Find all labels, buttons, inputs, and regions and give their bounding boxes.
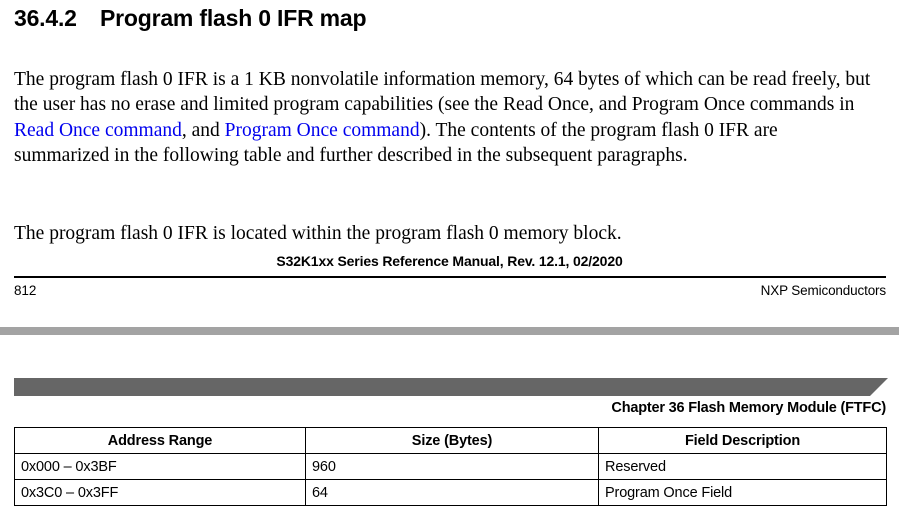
paragraph-text-part-3: ). The contents of the program flash 0 I… bbox=[14, 119, 778, 167]
footer-row: 812 NXP Semiconductors bbox=[14, 283, 886, 298]
footer-divider bbox=[14, 276, 886, 278]
table-row: 0x3C0 – 0x3FF 64 Program Once Field bbox=[14, 479, 887, 506]
cell-address-range: 0x000 – 0x3BF bbox=[14, 453, 306, 480]
column-header-field-description: Field Description bbox=[598, 427, 887, 454]
page-title: 36.4.2 Program flash 0 IFR map bbox=[14, 4, 367, 32]
cell-size-bytes: 960 bbox=[305, 453, 599, 480]
column-header-address-range: Address Range bbox=[14, 427, 306, 454]
document-page-upper: 36.4.2 Program flash 0 IFR map The progra… bbox=[14, 4, 886, 298]
link-program-once-command[interactable]: Program Once command bbox=[224, 119, 420, 141]
ifr-map-table: Address Range Size (Bytes) Field Descrip… bbox=[14, 427, 887, 506]
paragraph-text-part-1: The program flash 0 IFR is a 1 KB nonvol… bbox=[14, 68, 871, 116]
paragraph-text-part-2: , and bbox=[181, 119, 225, 141]
paragraph-ifr-location: The program flash 0 IFR is located withi… bbox=[14, 222, 622, 244]
chapter-header-bar bbox=[14, 378, 888, 396]
cell-field-description: Reserved bbox=[598, 453, 887, 480]
paragraph-ifr-description: The program flash 0 IFR is a 1 KB nonvol… bbox=[14, 67, 876, 169]
cell-field-description: Program Once Field bbox=[598, 479, 887, 506]
footer-manual-title: S32K1xx Series Reference Manual, Rev. 12… bbox=[276, 253, 623, 269]
column-header-size-bytes: Size (Bytes) bbox=[305, 427, 599, 454]
link-read-once-command[interactable]: Read Once command bbox=[14, 119, 182, 141]
table-header-row: Address Range Size (Bytes) Field Descrip… bbox=[14, 427, 887, 454]
footer-page-number: 812 bbox=[14, 283, 37, 298]
page-separator-band bbox=[0, 327, 899, 335]
document-page-lower: Chapter 36 Flash Memory Module (FTFC) Ad… bbox=[0, 335, 899, 519]
cell-size-bytes: 64 bbox=[305, 479, 599, 506]
section-title: Program flash 0 IFR map bbox=[100, 5, 367, 31]
chapter-bar-shape bbox=[14, 378, 888, 396]
cell-address-range: 0x3C0 – 0x3FF bbox=[14, 479, 306, 506]
section-number: 36.4.2 bbox=[14, 5, 77, 31]
table-row: 0x000 – 0x3BF 960 Reserved bbox=[14, 453, 887, 480]
chapter-title: Chapter 36 Flash Memory Module (FTFC) bbox=[611, 400, 886, 416]
footer-company-name: NXP Semiconductors bbox=[760, 283, 887, 298]
